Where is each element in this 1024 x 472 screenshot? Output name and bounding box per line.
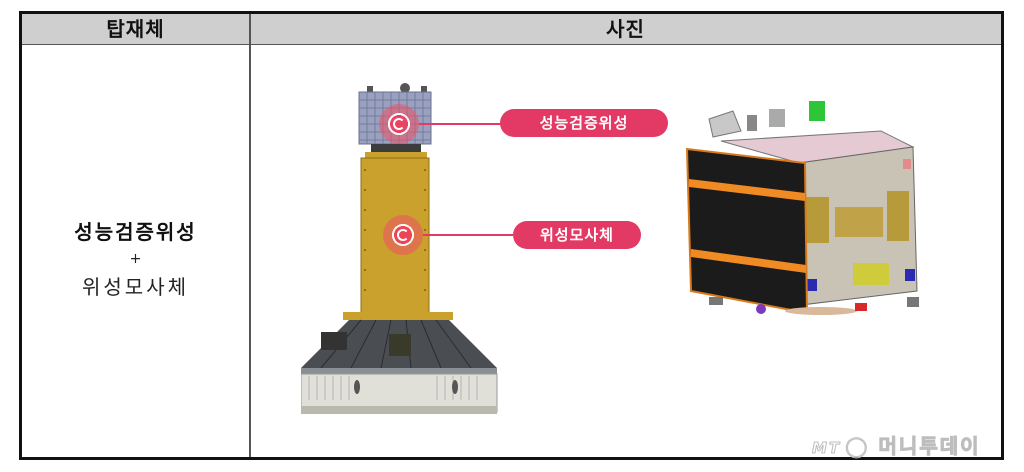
watermark-text: 머니투데이 [878,434,981,459]
watermark-logo: MT [811,439,842,458]
leader-line-dummy [423,234,513,236]
target-marker-dummy [383,215,423,255]
payload-sub: 위성모사체 [82,275,189,299]
label-dummy-satellite: 위성모사체 [513,221,641,249]
satellite-illustration [685,101,919,315]
watermark: MT◯ 머니투데이 [811,430,981,459]
watermark-logo-icon: ◯ [845,434,870,459]
table-header: 탑재체 사진 [22,14,1001,45]
leader-line-satellite [419,123,501,125]
payload-plus: + [129,251,142,267]
payload-title: 성능검증위성 [74,220,197,244]
column-divider [249,14,251,457]
header-photo: 사진 [606,17,645,41]
photo-cell: 성능검증위성 위성모사체 [251,45,1001,457]
payload-cell: 성능검증위성 + 위성모사체 [22,45,249,457]
payload-table: 탑재체 사진 성능검증위성 + 위성모사체 [19,11,1004,460]
target-marker-satellite [379,104,419,144]
header-payload: 탑재체 [106,17,165,41]
label-performance-satellite: 성능검증위성 [500,109,668,137]
